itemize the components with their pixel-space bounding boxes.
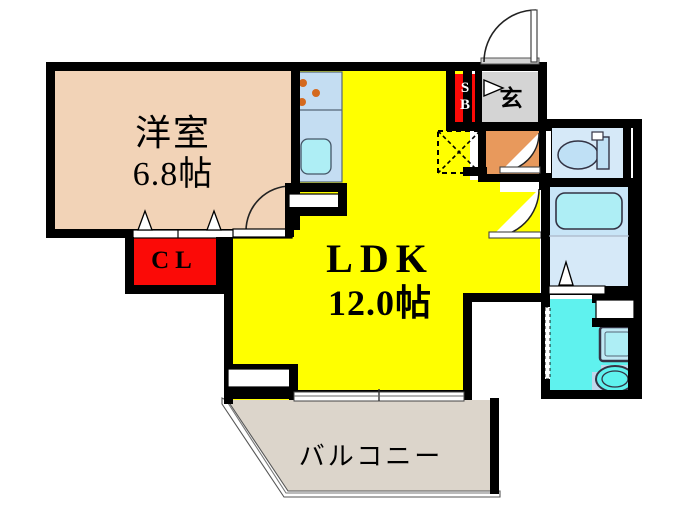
stove-burner-2-icon <box>312 89 320 97</box>
washroom-door-marker <box>544 306 551 380</box>
hallway-door-leaf <box>499 166 541 174</box>
toilet-bowl-icon <box>557 140 599 170</box>
wall-closet-left <box>125 237 134 294</box>
toilet-lid-icon <box>591 131 604 141</box>
wash-basin-inner-icon <box>601 370 629 388</box>
entrance-door-swing-icon <box>483 9 537 63</box>
ldk-door-leaf <box>488 231 542 239</box>
wall-entrance-bottom <box>446 122 540 131</box>
wall-washroom-bottom <box>541 390 642 399</box>
wall-ldk-right-mid <box>463 167 487 176</box>
toilet-tank-icon <box>596 136 610 170</box>
balcony-rail-inner <box>225 399 496 494</box>
toilet-door-opening <box>546 131 551 173</box>
wall-ldk-right-column <box>463 293 472 400</box>
wall-closet-bottom <box>125 285 225 294</box>
bedroom-door-panel <box>232 228 293 238</box>
wall-toilet-right <box>633 119 642 187</box>
wall-ldk-right-lower <box>463 293 548 302</box>
bedroom-door-swing-icon <box>245 185 292 232</box>
kitchen-window-sill <box>288 193 342 209</box>
wall-ldk-right-upper <box>463 70 472 124</box>
wall-hallway-left <box>478 131 486 182</box>
wall-entrance-right <box>538 62 547 131</box>
wall-entrance-left <box>446 62 455 130</box>
wall-balcony-right <box>490 398 499 494</box>
wall-kitchen-sill-bottom <box>285 207 347 216</box>
bedroom-floor <box>54 70 292 230</box>
entrance-door-frame <box>480 57 540 65</box>
wall-kitchen-under-counter <box>285 183 347 192</box>
bathroom-door-marker-icon <box>558 259 574 286</box>
wall-toilet-bottom <box>544 178 642 187</box>
wall-entrance-sb-right <box>475 70 482 126</box>
closet-door-marker-1-icon <box>137 209 153 231</box>
ldk-window-left-frame <box>227 368 294 388</box>
entrance-step-arrow-icon <box>483 78 505 98</box>
wall-ldk-top <box>285 62 479 71</box>
wall-hallway-bottom <box>478 174 547 182</box>
wall-closet-right <box>216 237 225 294</box>
wall-ldk-left-upper <box>224 237 233 367</box>
stove-burner-1-icon <box>299 79 307 87</box>
entrance-door-leaf <box>530 9 538 63</box>
wall-bedroom-right-upper <box>291 62 300 230</box>
wall-ldk-window-right <box>289 364 298 400</box>
closet-floor <box>133 237 216 285</box>
wall-hallway-right <box>539 122 547 182</box>
wall-washroom-top-right <box>592 294 642 303</box>
wall-toilet-inner-right <box>623 127 631 179</box>
washing-machine-inner-icon <box>604 331 630 357</box>
washing-machine-space-x2-icon <box>437 130 481 174</box>
washroom-window <box>595 299 635 321</box>
bathtub-icon <box>555 192 623 230</box>
wall-sb-bottom <box>446 122 478 131</box>
kitchen-sink-icon <box>300 138 332 175</box>
entrance-floor <box>481 72 539 124</box>
balcony-rail-outer <box>221 397 501 498</box>
wall-washroom-window-under <box>592 318 642 327</box>
wall-entrance-top <box>478 62 547 71</box>
bathroom-door-sill <box>548 285 606 295</box>
wall-bathroom-left <box>541 186 550 294</box>
balcony-floor <box>226 400 496 493</box>
wall-ldk-window-block <box>224 364 297 369</box>
wall-kitchen-right <box>338 183 347 216</box>
wall-toilet-top <box>544 119 642 128</box>
wall-bathroom-right <box>628 186 642 294</box>
wall-bedroom-left <box>46 62 55 238</box>
closet-door-marker-2-icon <box>206 209 222 231</box>
wall-bedroom-top <box>46 62 300 71</box>
